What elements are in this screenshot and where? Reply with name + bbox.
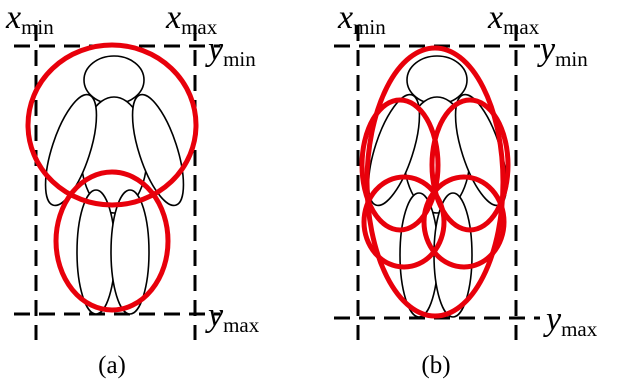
panel-a-y-max-label: ymax [205,297,260,337]
right-arm-shape [131,93,185,207]
panel-a-x-min-label: xmin [5,0,54,39]
upper-right-ellipse [429,97,511,233]
panel-b: xmin xmax ymin ymax (b) [334,0,598,379]
left-leg-shape [76,189,116,315]
left-arm-shape [44,93,98,207]
lower-right-ellipse [421,174,507,270]
upper-body-ellipse [25,42,199,208]
panel-a-y-min-label: ymin [205,31,256,71]
right-leg-shape [110,189,150,315]
panel-b-x-min-label: xmin [337,0,386,39]
panel-b-y-max-label: ymax [543,301,598,341]
upper-left-ellipse [359,97,441,233]
panel-a-x-max-label: xmax [165,0,218,39]
panel-a-human-figure [44,55,185,315]
whole-body-ellipse [364,45,506,319]
panel-a-caption: (a) [98,352,126,379]
left-arm-shape [367,93,421,207]
lower-body-ellipse [53,169,171,313]
panel-b-caption: (b) [421,352,450,379]
panel-b-x-max-label: xmax [487,0,540,39]
panel-a: xmin xmax ymin ymax (a) [5,0,260,379]
panel-b-y-min-label: ymin [537,31,588,71]
lower-left-ellipse [361,174,447,270]
